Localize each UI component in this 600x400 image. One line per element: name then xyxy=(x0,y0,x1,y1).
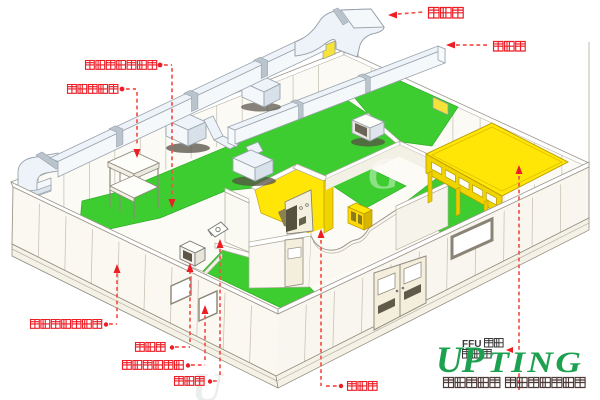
svg-text:UP: UP xyxy=(436,340,485,381)
svg-text:G: G xyxy=(368,149,400,198)
svg-text:FFU: FFU xyxy=(462,339,481,350)
svg-text:TING: TING xyxy=(487,346,583,379)
